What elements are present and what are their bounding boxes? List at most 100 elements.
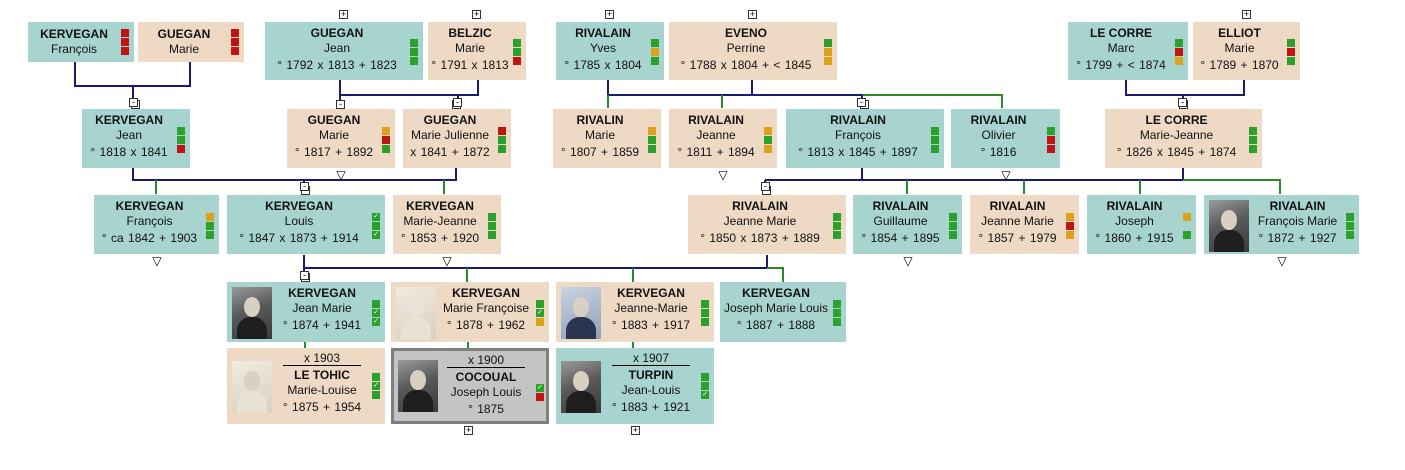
life-dates: ° 1817 + 1892 — [294, 145, 374, 159]
status-indicator-icon — [1183, 213, 1191, 221]
status-indicator-icon — [651, 57, 659, 65]
life-dates: ° 1850 x 1873 + 1889 — [700, 231, 820, 245]
status-indicator-icon — [488, 231, 496, 239]
collapse-box-icon[interactable]: - — [129, 98, 138, 107]
status-indicator-icon — [648, 127, 656, 135]
surname: KERVEGAN — [452, 286, 520, 300]
status-indicator-icon — [651, 39, 659, 47]
status-indicator-icon — [1287, 48, 1295, 56]
down-triangle-icon[interactable]: ▽ — [1277, 254, 1287, 268]
life-dates: ° 1818 x 1841 — [90, 145, 168, 159]
portrait-photo-icon — [1209, 200, 1249, 252]
collapse-box-icon[interactable]: - — [453, 98, 462, 107]
expand-box-icon[interactable]: + — [631, 425, 640, 435]
down-triangle-icon[interactable]: ▽ — [1001, 168, 1011, 182]
status-indicator-icon — [931, 145, 939, 153]
surname: RIVALAIN — [872, 199, 929, 213]
status-indicator-icon — [177, 145, 185, 153]
given-name: Louis — [284, 214, 314, 228]
expand-box-icon[interactable]: + — [472, 9, 481, 19]
status-indicator-icon — [1066, 222, 1074, 230]
collapse-box-icon[interactable]: - — [300, 182, 309, 191]
status-indicator-icon — [1047, 127, 1055, 135]
down-triangle-icon[interactable]: ▽ — [152, 254, 162, 268]
down-triangle-icon[interactable]: ▽ — [336, 168, 346, 182]
expand-box-icon[interactable]: + — [605, 9, 614, 19]
surname: GUEGAN — [310, 26, 364, 40]
surname: TURPIN — [628, 368, 674, 382]
check-icon: ✓ — [372, 318, 380, 326]
status-indicator-icon — [931, 127, 939, 135]
status-indicator-icon — [1287, 57, 1295, 65]
status-indicator-icon — [1249, 127, 1257, 135]
expand-box-icon[interactable]: + — [339, 9, 348, 19]
expand-box-icon[interactable]: + — [1242, 9, 1251, 19]
status-indicator-icon — [833, 222, 841, 230]
status-indicator-icon — [488, 222, 496, 230]
expand-box-icon[interactable]: + — [464, 425, 473, 435]
given-name: Marie-Jeanne — [403, 214, 477, 228]
status-indicator-icon — [372, 222, 380, 230]
status-indicator-icon — [1346, 213, 1354, 221]
status-indicator-icon — [1249, 145, 1257, 153]
life-dates: x 1841 + 1872 — [410, 145, 490, 159]
life-dates: ° 1878 + 1962 — [446, 318, 526, 332]
collapse-box-icon[interactable]: - — [336, 100, 345, 109]
life-dates: ° 1887 + 1888 — [736, 318, 816, 332]
status-indicator-icon — [833, 300, 841, 308]
surname: LE TOHIC — [294, 368, 350, 382]
status-indicator-icon — [931, 136, 939, 144]
status-indicator-icon — [410, 48, 418, 56]
status-indicator-icon — [651, 48, 659, 56]
collapse-box-icon[interactable]: - — [761, 182, 770, 191]
down-triangle-icon[interactable]: ▽ — [718, 168, 728, 182]
down-triangle-icon[interactable]: ▽ — [903, 254, 913, 268]
collapse-box-icon[interactable]: - — [857, 98, 866, 107]
down-triangle-icon[interactable]: ▽ — [442, 254, 452, 268]
surname: ELLIOT — [1218, 26, 1261, 40]
collapse-box-icon[interactable]: - — [300, 271, 309, 280]
status-indicator-icon — [833, 231, 841, 239]
status-indicator-icon — [1175, 57, 1183, 65]
status-indicator-icon — [1183, 231, 1191, 239]
status-indicator-icon — [1287, 39, 1295, 47]
life-dates: ° 1789 + 1870 — [1200, 58, 1279, 72]
surname: KERVEGAN — [617, 286, 685, 300]
surname: KERVEGAN — [95, 113, 163, 127]
given-name: François — [834, 128, 881, 142]
status-indicator-icon — [536, 300, 544, 308]
expand-box-icon[interactable]: + — [748, 9, 757, 19]
collapse-box-icon[interactable]: - — [1178, 98, 1187, 107]
